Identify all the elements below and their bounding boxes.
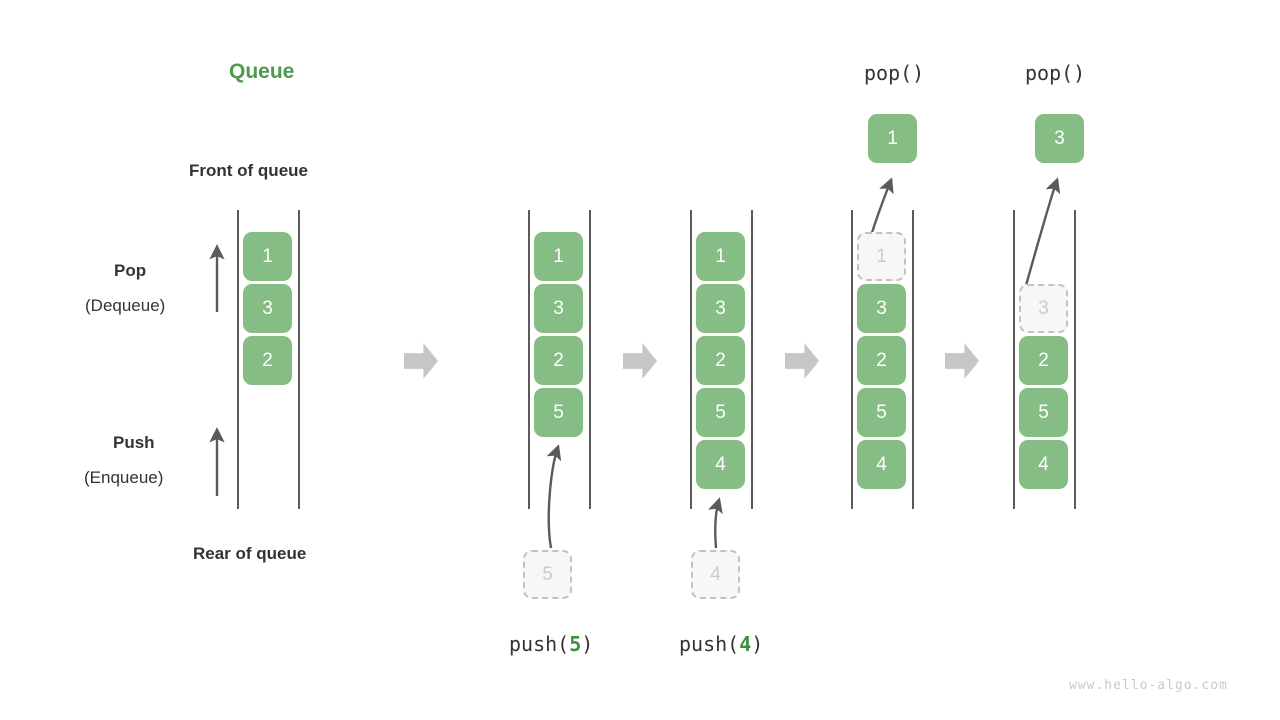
- push-5-arrow: [546, 444, 562, 549]
- pop-3-arrow: [1023, 177, 1061, 290]
- queue-cell: 2: [1019, 336, 1068, 385]
- queue-rail-left: [851, 210, 853, 509]
- queue-cell: 3: [857, 284, 906, 333]
- push-5-suffix: ): [581, 632, 594, 656]
- push-5-prefix: push(: [509, 632, 570, 656]
- push-4-prefix: push(: [679, 632, 740, 656]
- queue-rail-left: [690, 210, 692, 509]
- step-arrow-icon: [785, 343, 819, 379]
- queue-cell: 1: [534, 232, 583, 281]
- queue-cell: 3: [696, 284, 745, 333]
- queue-cell: 5: [1019, 388, 1068, 437]
- queue-rail-right: [1074, 210, 1076, 509]
- queue-rail-right: [298, 210, 300, 509]
- removed-ghost-cell: 3: [1019, 284, 1068, 333]
- incoming-ghost-cell: 4: [691, 550, 740, 599]
- queue-cell: 5: [534, 388, 583, 437]
- queue-cell: 5: [696, 388, 745, 437]
- queue-cell: 3: [243, 284, 292, 333]
- queue-cell: 4: [857, 440, 906, 489]
- watermark: www.hello-algo.com: [1069, 678, 1228, 693]
- queue-cell: 4: [696, 440, 745, 489]
- queue-cell: 4: [1019, 440, 1068, 489]
- step-arrow-icon: [404, 343, 438, 379]
- queue-cell: 5: [857, 388, 906, 437]
- queue-cell: 2: [534, 336, 583, 385]
- queue-cell: 1: [243, 232, 292, 281]
- pop-alt-label: (Dequeue): [85, 296, 166, 315]
- push-4-suffix: ): [751, 632, 764, 656]
- push-5-value: 5: [569, 632, 582, 656]
- rear-of-queue-label: Rear of queue: [193, 544, 307, 563]
- diagram-title: Queue: [229, 60, 295, 83]
- queue-rail-right: [912, 210, 914, 509]
- queue-cell: 2: [243, 336, 292, 385]
- pop-call-label: pop(): [1025, 61, 1086, 85]
- push-4-arrow: [708, 497, 723, 549]
- queue-cell: 3: [534, 284, 583, 333]
- pop-call-label: pop(): [864, 61, 925, 85]
- incoming-ghost-cell: 5: [523, 550, 572, 599]
- push-4-caption: push(4): [679, 632, 763, 656]
- queue-cell: 2: [696, 336, 745, 385]
- queue-cell: 1: [696, 232, 745, 281]
- queue-rail-right: [751, 210, 753, 509]
- front-of-queue-label: Front of queue: [189, 161, 308, 180]
- popped-cell: 3: [1035, 114, 1084, 163]
- push-label: Push: [113, 433, 155, 452]
- push-5-caption: push(5): [509, 632, 593, 656]
- step-arrow-icon: [623, 343, 657, 379]
- queue-rail-left: [528, 210, 530, 509]
- queue-rail-left: [237, 210, 239, 509]
- step-arrow-icon: [945, 343, 979, 379]
- pop-label: Pop: [114, 261, 147, 280]
- push-alt-label: (Enqueue): [84, 468, 164, 487]
- push-4-value: 4: [739, 632, 752, 656]
- queue-rail-right: [589, 210, 591, 509]
- removed-ghost-cell: 1: [857, 232, 906, 281]
- queue-cell: 2: [857, 336, 906, 385]
- queue-rail-left: [1013, 210, 1015, 509]
- popped-cell: 1: [868, 114, 917, 163]
